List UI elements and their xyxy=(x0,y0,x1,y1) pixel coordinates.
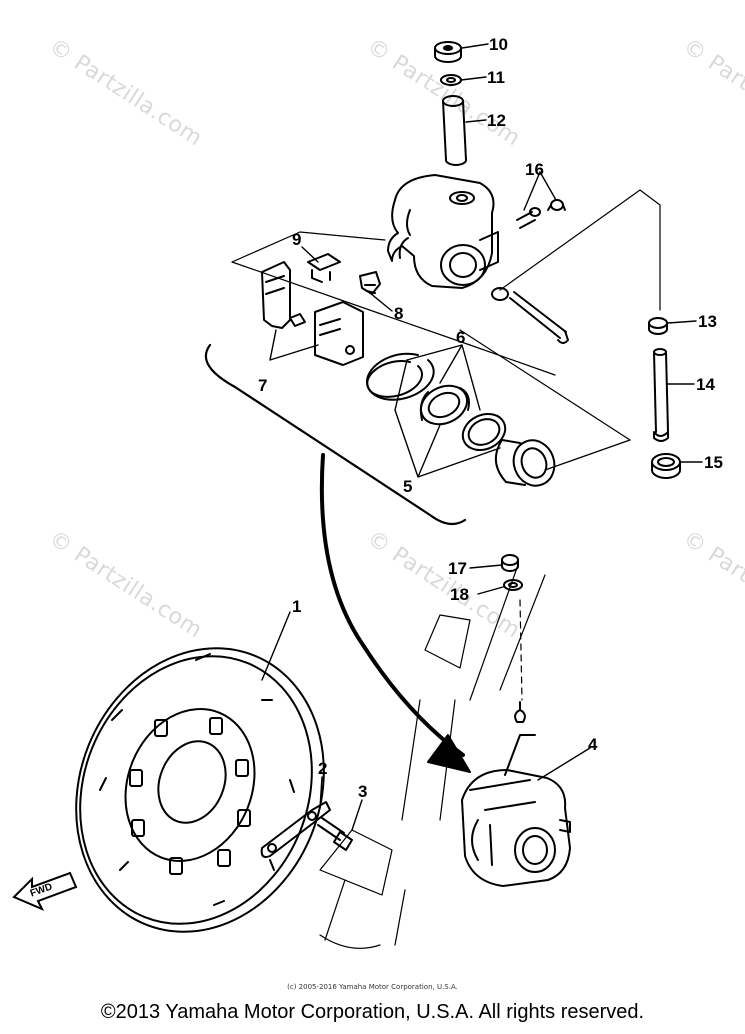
part-8-clip xyxy=(359,271,381,295)
leader-lines-5-6 xyxy=(394,344,501,478)
fork-leg xyxy=(319,564,546,949)
callout-6: 6 xyxy=(456,328,465,347)
callout-8: 8 xyxy=(394,304,403,323)
assembly-arrow xyxy=(319,453,471,773)
callout-3: 3 xyxy=(358,782,367,801)
callout-15: 15 xyxy=(704,453,723,472)
callout-4: 4 xyxy=(588,735,598,754)
part-9-shim xyxy=(307,253,341,283)
part-16-bleeder xyxy=(516,199,566,229)
part-1-disc xyxy=(75,647,325,933)
callout-17: 17 xyxy=(448,559,467,578)
callout-13: 13 xyxy=(698,312,717,331)
part-17-nut xyxy=(501,554,519,572)
callout-1: 1 xyxy=(292,597,301,616)
callout-12: 12 xyxy=(487,111,506,130)
group-bracket-curve xyxy=(204,343,467,526)
callout-11: 11 xyxy=(487,68,505,87)
small-copyright: (c) 2005-2016 Yamaha Motor Corporation, … xyxy=(287,983,458,991)
part-15-boot xyxy=(651,453,681,479)
callout-16: 16 xyxy=(525,160,544,179)
part-13-bushing xyxy=(648,317,668,335)
part-3-bolt xyxy=(317,817,353,851)
part-2-plate xyxy=(260,801,331,858)
bracket-bolt xyxy=(491,287,569,344)
callout-leaders xyxy=(261,43,703,831)
callout-7: 7 xyxy=(258,376,267,395)
callout-9: 9 xyxy=(292,230,301,249)
part-12-sleeve xyxy=(442,95,467,166)
part-4-caliper xyxy=(461,701,571,887)
forward-arrow-icon xyxy=(12,871,78,911)
callout-2: 2 xyxy=(318,759,327,778)
callout-10: 10 xyxy=(489,35,508,54)
assembly-outline xyxy=(231,189,661,471)
caliper-bracket xyxy=(387,174,499,289)
part-18-washer xyxy=(503,579,523,591)
part-11-washer xyxy=(440,74,462,86)
part-6-seal-ring xyxy=(366,352,435,401)
part-14-bolt xyxy=(653,348,669,442)
callout-14: 14 xyxy=(696,375,715,394)
callout-18: 18 xyxy=(450,585,469,604)
footer-copyright: ©2013 Yamaha Motor Corporation, U.S.A. A… xyxy=(100,1001,645,1023)
part-10-cap xyxy=(434,41,462,63)
part-6-boot xyxy=(419,384,470,426)
part-5-piston xyxy=(495,439,556,487)
part-6-piston-seal xyxy=(461,413,507,451)
callout-5: 5 xyxy=(403,477,412,496)
part-7-pads xyxy=(261,261,364,366)
